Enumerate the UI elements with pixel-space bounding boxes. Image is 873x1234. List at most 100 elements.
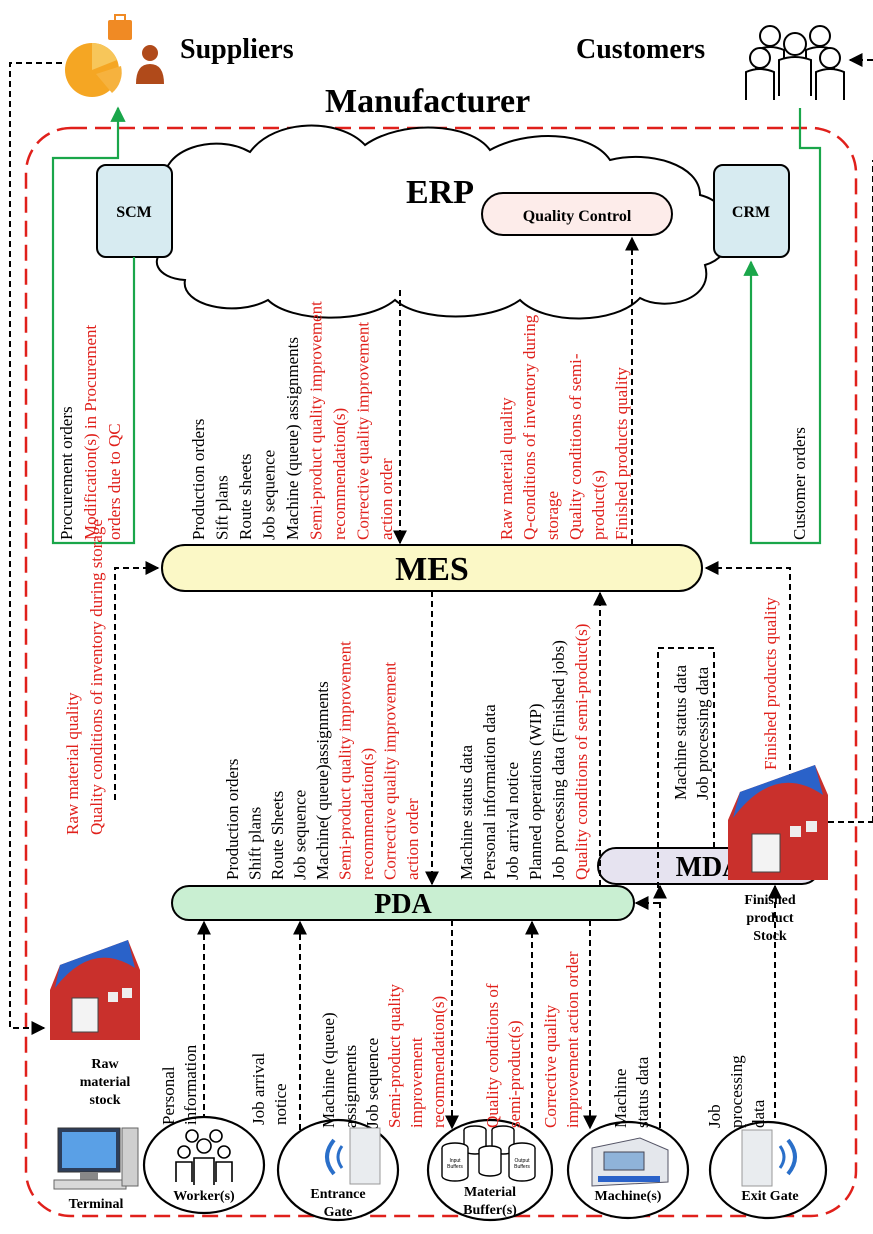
- customers-label: Customers: [576, 34, 705, 65]
- label-line: Shift plans: [246, 807, 265, 880]
- label-line: Procurement orders: [57, 406, 76, 540]
- terminal-caption: Terminal: [69, 1197, 124, 1212]
- label-line: notice: [271, 1083, 290, 1125]
- label-line: recommendation(s): [330, 408, 349, 540]
- exit-gate-icon: [741, 1129, 797, 1187]
- customers-to-crm-line: [743, 108, 822, 545]
- crm-label: CRM: [732, 204, 770, 221]
- worker-icon: [175, 1129, 233, 1185]
- exit-caption: Exit Gate: [741, 1189, 798, 1204]
- label-line: action order: [377, 458, 396, 540]
- machine-caption: Machine(s): [595, 1189, 662, 1204]
- label-line: Semi-product quality improvement: [307, 301, 326, 540]
- label-line: orders due to QC: [105, 423, 124, 540]
- label-line: Quality conditions of: [483, 983, 502, 1128]
- machine-icon: [591, 1137, 669, 1187]
- quality-control-box: [481, 192, 673, 236]
- finished-product-stock-icon: [728, 765, 828, 880]
- label-line: Personal information data: [480, 704, 499, 880]
- suppliers-label: Suppliers: [180, 34, 294, 65]
- label-line: data: [749, 1099, 768, 1128]
- label-line: Machine status data: [457, 745, 476, 880]
- label-line: Modification(s) in Procurement: [81, 324, 100, 540]
- label-line: Corrective quality: [541, 1004, 560, 1128]
- label-line: Job sequence: [260, 450, 279, 540]
- finished-to-mes-arrow: [704, 561, 791, 790]
- label-line: Job arrival notice: [503, 762, 522, 880]
- label-line: Job processing data (Finished jobs): [549, 640, 568, 880]
- label-line: Sift plans: [213, 475, 232, 540]
- worker-caption: Worker(s): [173, 1189, 235, 1204]
- label-line: Planned operations (WIP): [526, 703, 545, 880]
- scm-flow-labels: Procurement orders Modification(s) in Pro…: [57, 324, 124, 540]
- mda-to-pda-arrow: [634, 647, 715, 910]
- pda-bar: [171, 885, 635, 921]
- suppliers-icon: [65, 14, 164, 97]
- label-line: Customer orders: [790, 427, 809, 540]
- label-line: Finished products quality: [612, 367, 631, 540]
- scm-to-suppliers-line: [51, 106, 136, 545]
- label-line: Production orders: [223, 759, 242, 880]
- label-line: Machine( queue)assignments: [313, 681, 332, 880]
- label-line: Route sheets: [236, 454, 255, 540]
- label-line: Route Sheets: [268, 791, 287, 880]
- raw-stock-caption: stock: [89, 1093, 120, 1108]
- label-line: Semi-product quality: [385, 983, 404, 1128]
- output-buffers-label: Output: [514, 1158, 530, 1164]
- pda-label: PDA: [374, 889, 432, 920]
- label-line: improvement: [407, 1037, 426, 1128]
- label-line: improvement action order: [563, 951, 582, 1128]
- label-line: Job arrival: [249, 1052, 268, 1125]
- finished-stock-caption: Stock: [753, 929, 787, 944]
- label-line: action order: [403, 798, 422, 880]
- scm-label: SCM: [116, 204, 152, 221]
- finished-stock-labels: Finished products quality: [761, 597, 780, 770]
- label-line: Quality conditions of inventory during s…: [87, 519, 106, 835]
- label-line: Production orders: [189, 419, 208, 540]
- label-line: storage: [543, 491, 562, 540]
- suppliers-to-raw-arrow: [9, 62, 62, 1035]
- label-line: semi-product(s): [505, 1020, 524, 1128]
- label-line: Personal: [159, 1066, 178, 1125]
- crm-box: [713, 164, 790, 258]
- mes-label: MES: [395, 551, 469, 588]
- quality-control-label: Quality Control: [523, 208, 632, 225]
- customers-icon: [745, 25, 845, 100]
- entrance-caption: Gate: [324, 1205, 353, 1220]
- label-line: Job: [705, 1104, 724, 1128]
- label-line: assignments: [341, 1045, 360, 1128]
- crm-flow-labels: Customer orders: [790, 427, 809, 540]
- buffer-caption: Material: [464, 1185, 516, 1200]
- label-line: information: [181, 1044, 200, 1125]
- terminal-icon: [53, 1127, 139, 1190]
- raw-material-stock-icon: [50, 940, 140, 1040]
- label-line: Machine (queue): [319, 1012, 338, 1128]
- label-line: Finished products quality: [761, 597, 780, 770]
- label-line: Corrective quality improvement: [354, 322, 373, 540]
- buffer-caption: Buffer(s): [463, 1203, 517, 1218]
- input-buffers-label: Input: [449, 1158, 461, 1164]
- entrance-caption: Entrance: [310, 1187, 365, 1202]
- raw-stock-caption: material: [80, 1075, 131, 1090]
- label-line: Quality conditions of semi-product(s): [572, 624, 591, 880]
- raw-to-mes-arrow: [114, 561, 160, 800]
- label-line: Job sequence: [291, 790, 310, 880]
- finished-stock-caption: Finished: [744, 893, 796, 908]
- label-line: Machine status data: [671, 665, 690, 800]
- label-line: Raw material quality: [497, 397, 516, 540]
- label-line: Job processing data: [693, 666, 712, 800]
- manufacturer-title: Manufacturer: [325, 83, 530, 120]
- label-line: status data: [633, 1056, 652, 1128]
